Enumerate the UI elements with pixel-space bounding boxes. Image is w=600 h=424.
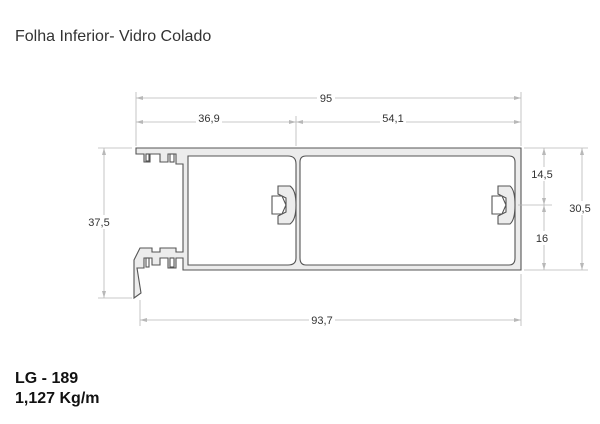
dim-label-left-height: 37,5 [88,217,109,229]
profile-weight: 1,127 Kg/m [15,390,100,407]
aluminium-profile [133,147,522,300]
dim-left-height: 37,5 [86,147,132,299]
profile-code: LG - 189 [15,370,79,387]
dim-label-overall-width: 95 [320,93,332,105]
drawing-title: Folha Inferior- Vidro Colado [15,28,212,45]
dim-label-right-lower: 16 [536,233,548,245]
dimension-annotations: 95 36,9 54,1 37,5 [86,91,595,327]
dim-label-right-height: 30,5 [569,203,590,215]
dim-label-right-upper: 14,5 [531,169,552,181]
dim-label-bottom-width: 93,7 [311,315,332,327]
dim-right-section: 54,1 [296,111,521,125]
dim-right-height: 30,5 [565,148,595,270]
dim-left-section: 36,9 [136,111,296,125]
dim-overall-width: 95 [136,91,521,105]
dim-bottom-width: 93,7 [139,274,522,327]
dim-label-right-section: 54,1 [382,113,403,125]
dim-right-lower: 16 [532,205,552,270]
dim-right-upper: 14,5 [528,148,556,205]
dim-label-left-section: 36,9 [198,113,219,125]
